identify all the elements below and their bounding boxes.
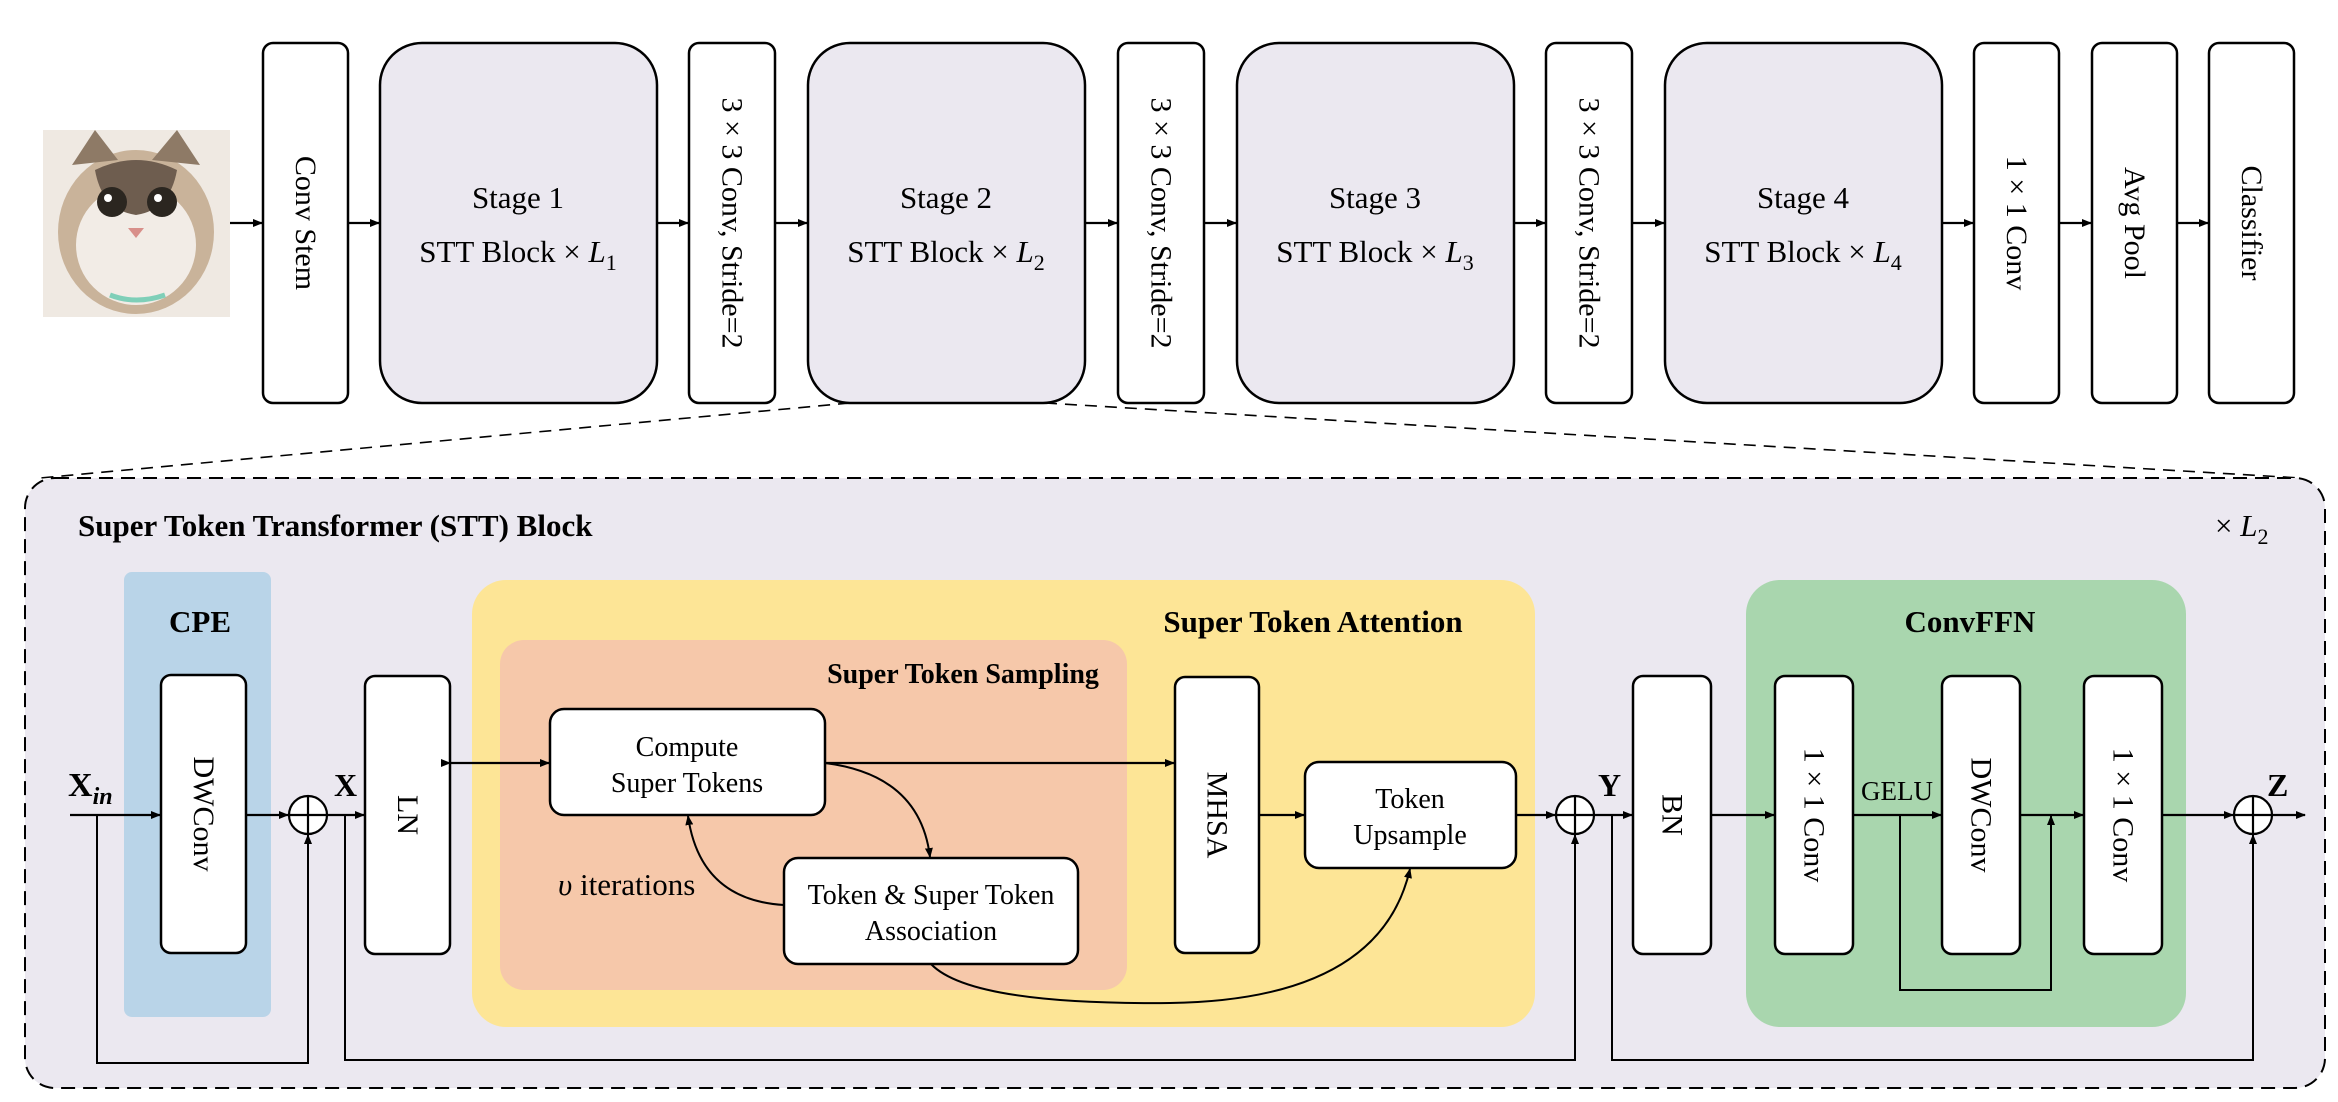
stage-3-box — [1235, 41, 1516, 405]
stt-block-panel: Super Token Transformer (STT) Block × L2… — [24, 477, 2326, 1089]
compute-line-2: Super Tokens — [611, 768, 763, 799]
top-pipeline: Conv Stem Stage 1 STT Block × L1 Stage 2… — [39, 41, 2301, 479]
stage-4-subtitle: STT Block × L4 — [1704, 234, 1902, 275]
association-line-2: Association — [865, 916, 997, 947]
ffn-conv-b-label: 1 × 1 Conv — [2107, 748, 2140, 882]
zoom-lines — [39, 402, 2301, 479]
token-upsample-box — [1303, 760, 1518, 870]
stage-1-box — [378, 41, 659, 405]
x-label: X — [334, 767, 357, 803]
stage-3-subtitle: STT Block × L3 — [1276, 234, 1474, 275]
adder-2 — [1554, 794, 1596, 836]
mhsa-label: MHSA — [1201, 772, 1234, 859]
avg-pool-label: Avg Pool — [2118, 167, 2151, 279]
y-label: Y — [1598, 767, 1621, 803]
ffn-dwconv-label: DWConv — [1965, 758, 1998, 873]
stage-1: Stage 1 STT Block × L1 — [378, 41, 659, 405]
sampling-title: Super Token Sampling — [827, 659, 1099, 690]
attention-title: Super Token Attention — [1163, 604, 1462, 639]
classifier-box — [2207, 41, 2296, 405]
stage-3: Stage 3 STT Block × L3 — [1235, 41, 1516, 405]
association-box — [782, 856, 1080, 966]
downsample-1-label: 3 × 3 Conv, Stride=2 — [716, 97, 749, 348]
association-line-1: Token & Super Token — [808, 880, 1055, 911]
stage-2-title: Stage 2 — [900, 180, 992, 215]
repeat-label: × L2 — [2215, 508, 2268, 549]
classifier-label: Classifier — [2235, 166, 2268, 281]
gelu-label: GELU — [1861, 776, 1933, 806]
ffn-conv-a-label: 1 × 1 Conv — [1798, 748, 1831, 882]
curved-arrows — [685, 762, 1412, 1005]
upsample-line-1: Token — [1375, 784, 1445, 815]
upsample-line-2: Upsample — [1353, 820, 1467, 851]
compute-line-1: Compute — [636, 732, 739, 763]
conv-stem-label: Conv Stem — [289, 156, 322, 290]
stage-4: Stage 4 STT Block × L4 — [1663, 41, 1944, 405]
block-arrows — [70, 759, 2306, 819]
stage-2-subtitle: STT Block × L2 — [847, 234, 1045, 275]
stage-4-title: Stage 4 — [1757, 180, 1850, 215]
conv1x1-label: 1 × 1 Conv — [2000, 156, 2033, 290]
stage-2-box — [806, 41, 1087, 405]
stage-3-title: Stage 3 — [1329, 180, 1421, 215]
stage-1-subtitle: STT Block × L1 — [419, 234, 617, 275]
ffn-title: ConvFFN — [1905, 604, 2036, 639]
input-image — [43, 130, 230, 317]
iterations-label: υ iterations — [558, 867, 695, 902]
skip-connections — [96, 815, 2257, 1064]
downsample-3-label: 3 × 3 Conv, Stride=2 — [1573, 97, 1606, 348]
cpe-dwconv-label: DWConv — [187, 757, 220, 872]
stt-block-title: Super Token Transformer (STT) Block — [78, 508, 593, 543]
downsample-2-label: 3 × 3 Conv, Stride=2 — [1145, 97, 1178, 348]
stage-1-title: Stage 1 — [472, 180, 564, 215]
stage-2: Stage 2 STT Block × L2 — [806, 41, 1087, 405]
adder-1 — [287, 794, 329, 836]
x-in-label: Xin — [68, 767, 113, 810]
z-label: Z — [2267, 767, 2288, 803]
ln-box — [363, 674, 452, 956]
ln-label: LN — [391, 795, 424, 835]
adder-3 — [2232, 794, 2274, 836]
cpe-title: CPE — [169, 604, 231, 639]
bn-label: BN — [1656, 794, 1689, 836]
stage-4-box — [1663, 41, 1944, 405]
